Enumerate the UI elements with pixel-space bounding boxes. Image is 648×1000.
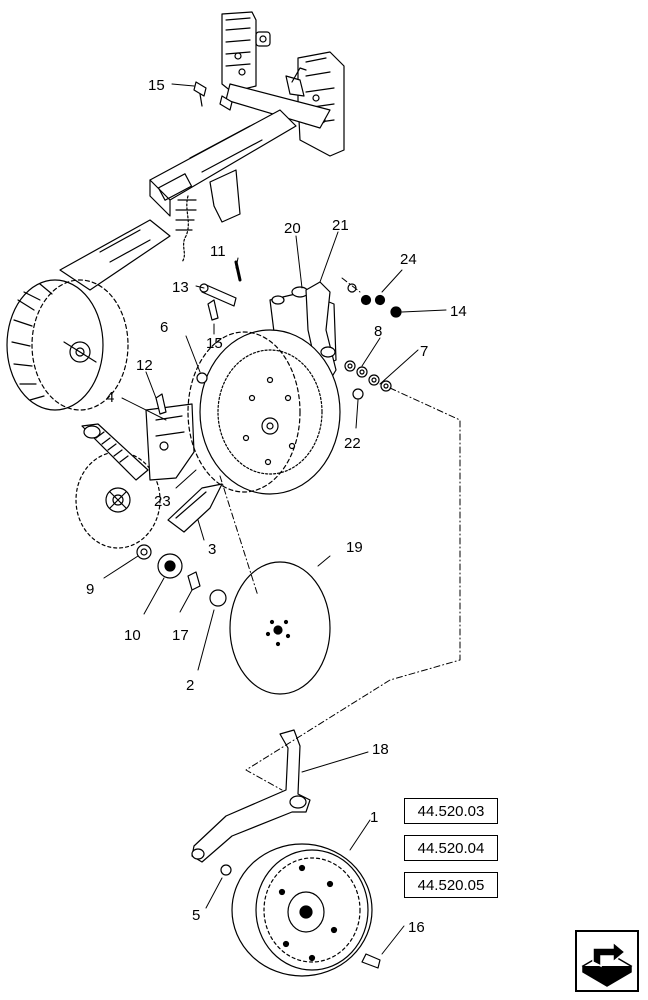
- callout-labels: 15 11 13 15 6 12 4 20 21 24 14 8 7 22 23…: [86, 77, 467, 936]
- press-wheel: [231, 843, 373, 977]
- callout-15b: 15: [206, 335, 223, 352]
- callout-24: 24: [400, 251, 417, 268]
- callout-13: 13: [172, 279, 189, 296]
- callout-1: 1: [370, 809, 378, 826]
- callout-19: 19: [346, 539, 363, 556]
- callout-9: 9: [86, 581, 94, 598]
- side-gauge-wheel: [6, 219, 171, 411]
- reference-link-44-520-04[interactable]: 44.520.04: [404, 835, 498, 861]
- callout-4: 4: [106, 389, 114, 406]
- callout-10: 10: [124, 627, 141, 644]
- callout-14: 14: [450, 303, 467, 320]
- depth-adjust-spring: [81, 403, 195, 481]
- main-press-wheel: [187, 329, 341, 495]
- callout-18: 18: [372, 741, 389, 758]
- callout-11: 11: [210, 243, 226, 260]
- assembly-lines: [219, 277, 461, 791]
- opener-disc-ghost: [75, 451, 161, 549]
- callout-6: 6: [160, 319, 168, 336]
- callout-21: 21: [332, 217, 349, 234]
- callout-12: 12: [136, 357, 153, 374]
- arrow-navigation-icon: [581, 940, 633, 987]
- press-wheel-arm: [191, 729, 311, 863]
- leader-lines: [103, 83, 447, 955]
- callout-22: 22: [344, 435, 361, 452]
- reference-link-44-520-05[interactable]: 44.520.05: [404, 872, 498, 898]
- mounting-bracket: [221, 11, 345, 157]
- callout-7: 7: [420, 343, 428, 360]
- seed-disc: [229, 561, 331, 695]
- callout-3: 3: [208, 541, 216, 558]
- callout-17: 17: [172, 627, 189, 644]
- scraper-blade: [167, 483, 223, 533]
- hardware-items: [136, 81, 402, 969]
- navigation-button[interactable]: [575, 930, 639, 992]
- callout-16: 16: [408, 919, 425, 936]
- callout-2: 2: [186, 677, 194, 694]
- callout-5: 5: [192, 907, 200, 924]
- callout-8: 8: [374, 323, 382, 340]
- callout-20: 20: [284, 220, 301, 237]
- reference-link-44-520-03[interactable]: 44.520.03: [404, 798, 498, 824]
- callout-23: 23: [154, 493, 171, 510]
- callout-15a: 15: [148, 77, 165, 94]
- parallel-arm: [149, 109, 297, 263]
